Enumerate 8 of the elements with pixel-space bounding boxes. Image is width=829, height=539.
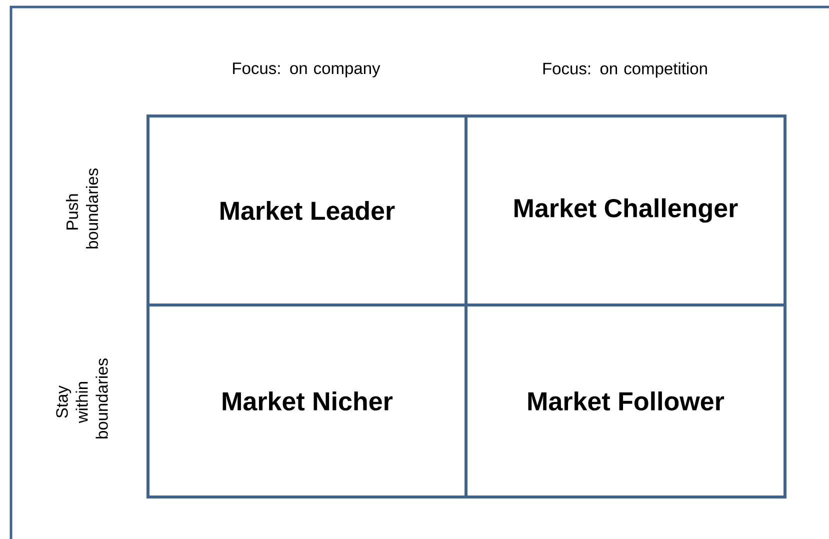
row-header: Push boundaries bbox=[66, 168, 98, 248]
matrix-cell: Market Leader bbox=[146, 114, 468, 306]
matrix-cell: Market Follower bbox=[464, 304, 786, 498]
matrix-cell: Market Nicher bbox=[146, 304, 468, 498]
matrix-cell: Market Challenger bbox=[464, 114, 786, 306]
row-header: Stay within boundaries bbox=[56, 358, 108, 438]
column-header: Focus: on company bbox=[233, 62, 380, 78]
column-header: Focus: on competition bbox=[543, 62, 707, 78]
